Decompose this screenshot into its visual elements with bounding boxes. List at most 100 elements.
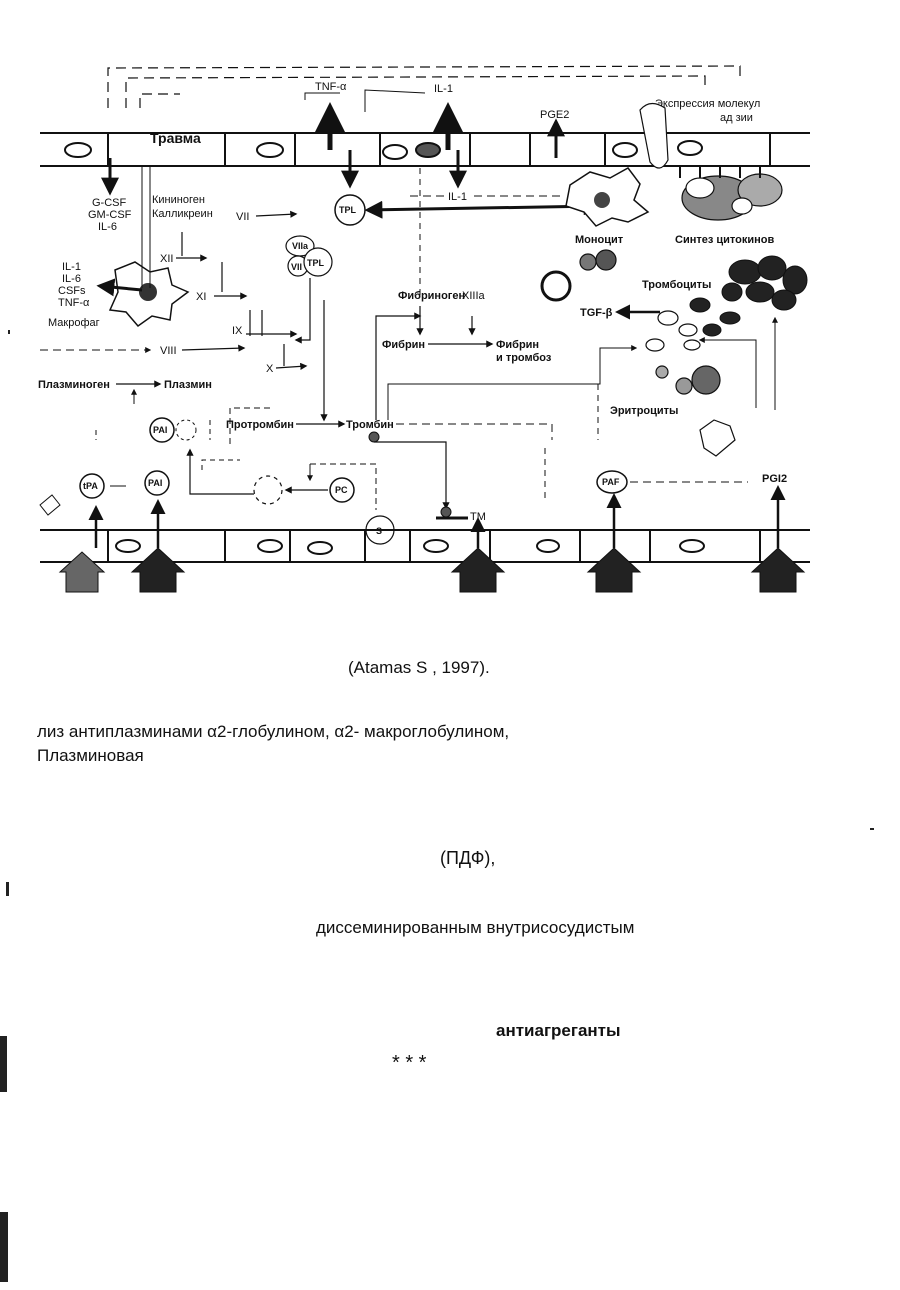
scan-dot-1	[8, 330, 10, 334]
ix-label: IX	[232, 325, 243, 337]
pai-to-prothrombin-dashed	[229, 407, 270, 444]
viii-label: VIII	[160, 345, 177, 357]
tpa-circle: tPA	[79, 473, 105, 499]
pc-dashed-circle	[253, 475, 283, 505]
pc-pai-dashed	[201, 459, 240, 470]
erythrocytes-label: Эритроциты	[610, 405, 678, 417]
text-dic: диссеминированным внутрисосудистым	[316, 918, 635, 937]
fibrin-thrombosis-label-2: и тромбоз	[496, 352, 552, 364]
tpl-circle: TPL	[334, 194, 366, 226]
small-diamond	[39, 494, 61, 516]
xii-label: XII	[160, 253, 173, 265]
vii-tpl-complex: VIIa VII TPL	[285, 235, 333, 277]
vii-to-ix-arrow	[294, 278, 311, 344]
release-arrows	[58, 547, 806, 593]
tpl-label: TPL	[339, 205, 357, 215]
xii-arrow	[176, 232, 206, 258]
monocyte-label: Моноцит	[575, 234, 624, 246]
trauma-label: Травма	[150, 130, 201, 146]
tm-thrombin-dot	[440, 506, 452, 518]
xiiia-label: XIIIa	[462, 290, 486, 302]
vii-label: VII	[236, 211, 249, 223]
pai-bottom-label: PAI	[148, 478, 162, 488]
plasmin-label: Плазмин	[164, 379, 212, 391]
il6-left-label: IL-6	[62, 273, 81, 285]
prothrombin-label: Протромбин	[226, 419, 294, 431]
text-stars: * * *	[392, 1052, 427, 1074]
vii-tpl-label: VII	[291, 262, 302, 272]
kallikrein-label: Калликреин	[152, 208, 213, 220]
fibrin-thrombosis-label-1: Фибрин	[496, 339, 539, 351]
release-lines	[88, 485, 786, 548]
vii-arrow	[255, 210, 298, 218]
scan-mark-3	[0, 1212, 8, 1282]
pge2-label: PGE2	[540, 109, 569, 121]
tnf-left-label: TNF-α	[58, 297, 90, 309]
expression-label-1: Экспрессия молекул	[655, 98, 760, 110]
il6-label: IL-6	[98, 221, 117, 233]
adhesion-cell-cluster	[639, 102, 783, 221]
x-arrow	[275, 344, 306, 368]
pai-bottom-circle: PAI	[144, 470, 170, 496]
pc-dashed-line	[310, 463, 377, 510]
scan-mark-1	[6, 882, 9, 896]
tpl-monocyte-arrow	[364, 197, 602, 219]
expression-label-2: ад зии	[720, 112, 753, 124]
il1-mid-label: IL-1	[448, 191, 467, 203]
thrombin-to-fibrinogen-arrow	[375, 312, 422, 420]
macrophage-label: Макрофаг	[48, 317, 100, 329]
pgi2-to-platelets-line	[698, 337, 757, 408]
ix-arrow	[246, 310, 296, 336]
thrombin-label: Тромбин	[346, 419, 394, 431]
to-platelets-line	[387, 345, 638, 420]
paf-circle: PAF	[596, 470, 628, 494]
pai-dashes	[95, 420, 211, 440]
tnf-top-label: TNF-α	[315, 81, 347, 93]
text-line-2: Плазминовая	[37, 746, 144, 765]
xi-arrow	[214, 262, 246, 296]
csfs-label: CSFs	[58, 285, 86, 297]
upper-arrows	[101, 89, 565, 196]
pc-circle: PC	[329, 477, 355, 503]
xi-label: XI	[196, 291, 206, 303]
fibrin-label: Фибрин	[382, 339, 425, 351]
text-pdf: (ПДФ),	[440, 848, 496, 868]
thrombin-to-tm-arrow	[374, 441, 450, 510]
activated-platelets	[645, 310, 701, 352]
spiky-cell	[699, 419, 736, 457]
scan-mark-2	[0, 1036, 7, 1092]
viii-arrow	[181, 344, 246, 352]
macrophage-cytokine-arrow	[96, 278, 143, 297]
kininogen-label: Кининоген	[152, 194, 205, 206]
cytokine-synth-label: Синтез цитокинов	[675, 234, 774, 246]
trauma-to-macrophage	[141, 166, 151, 288]
vila-label: VIIa	[292, 241, 309, 251]
paf-label: PAF	[602, 477, 620, 487]
text-antiaggregants: антиагреганты	[496, 1021, 621, 1040]
x-label: X	[266, 363, 274, 375]
top-dashed-lines	[107, 65, 741, 108]
monocyte-cell	[565, 167, 650, 227]
text-line-1: лиз антиплазминами α2-глобулином, α2- ма…	[37, 722, 510, 741]
il1-top-label: IL-1	[434, 83, 453, 95]
pc-to-pai-arrow	[186, 448, 254, 495]
tgf-b-label: TGF-β	[580, 307, 613, 319]
pc-label: PC	[335, 485, 348, 495]
scan-dot-2	[870, 828, 874, 830]
g-csf-label: G-CSF	[92, 197, 127, 209]
pai-left-complex: PAI	[149, 417, 197, 443]
erythrocyte-cells	[540, 249, 721, 395]
plasminogen-label: Плазминоген	[38, 379, 110, 391]
tpa-label: tPA	[83, 481, 98, 491]
il1-left-label: IL-1	[62, 261, 81, 273]
macrophage-cell	[108, 261, 190, 328]
upper-endothelium	[40, 132, 810, 167]
thrombin-dot	[368, 431, 380, 443]
platelet-cluster	[689, 255, 808, 337]
coagulation-inflammation-diagram: Травма TNF-α IL-1 PGE2 Экспрессия молеку…	[38, 65, 810, 593]
pgi2-label: PGI2	[762, 473, 787, 485]
fibrinogen-label: Фибриноген	[398, 290, 465, 302]
gm-csf-label: GM-CSF	[88, 209, 132, 221]
platelets-label: Тромбоциты	[642, 279, 711, 291]
pai-left-label: PAI	[153, 425, 167, 435]
